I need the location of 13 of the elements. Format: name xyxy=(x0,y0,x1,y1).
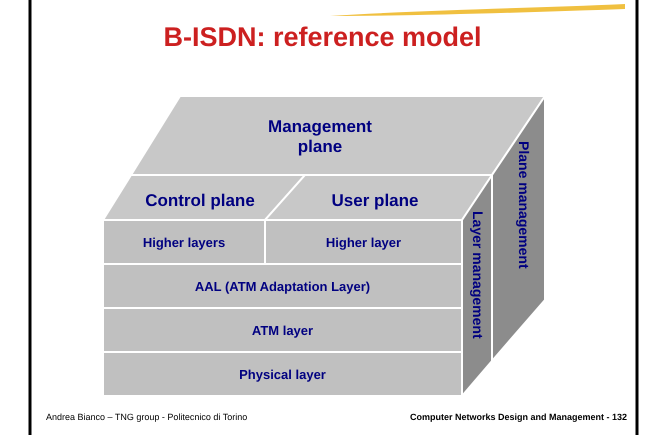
plane-label: Management plane xyxy=(267,117,373,157)
footer-text: Andrea Bianco – TNG group - Politecnico di Torino xyxy=(46,412,248,422)
layer-label: Higher layers xyxy=(142,234,226,250)
face-label: Layer management xyxy=(470,211,486,339)
layer-label: Physical layer xyxy=(239,366,326,382)
slide-title: B-ISDN: reference model xyxy=(162,22,483,53)
layer-label: Higher layer xyxy=(326,234,402,250)
face-label: Plane management xyxy=(516,141,532,269)
footer-text: Computer Networks Design and Management - 132 xyxy=(410,412,627,422)
plane-label: Control plane xyxy=(145,191,255,211)
plane-label: User plane xyxy=(332,191,418,211)
layer-label: ATM layer xyxy=(252,322,314,338)
layer-label: AAL (ATM Adaptation Layer) xyxy=(194,278,370,294)
